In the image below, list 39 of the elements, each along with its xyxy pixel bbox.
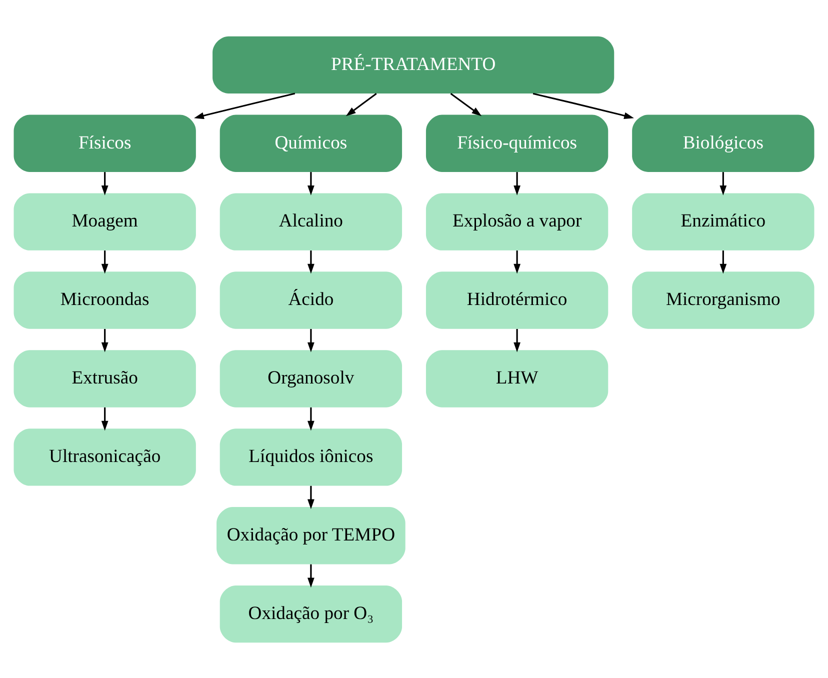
arrow [101,406,108,430]
arrow [308,328,314,352]
node-box: LHW [426,350,608,407]
arrow [308,564,314,588]
node-box: Moagem [14,192,196,250]
arrow [101,328,108,352]
arrow [308,172,314,195]
node-box: Hidrotérmico [426,271,608,328]
node-box: Alcalino [220,192,402,250]
arrow [101,172,108,195]
node-box: Físico-químicos [426,114,608,172]
node-box: Oxidação por O₃ [220,585,402,642]
arrow [514,328,520,352]
node-box: Organosolv [220,350,402,407]
arrow [720,172,727,195]
arrow [720,250,727,274]
node-box: Extrusão [14,350,196,407]
arrow [308,250,314,274]
arrow [450,92,482,116]
arrow [308,485,314,509]
node-box: Ácido [220,271,402,328]
arrow [514,172,520,195]
arrow [194,92,296,119]
node-box: Microondas [14,271,196,328]
node-box: Microrganismo [632,271,814,328]
arrow [101,250,108,274]
arrow [346,92,377,116]
node-box: Físicos [14,114,196,172]
node-box: Enzimático [632,192,814,250]
node-box: Oxidação por TEMPO [216,506,406,564]
node-box: Biológicos [632,114,814,172]
node-box: Ultrasonicação [14,428,196,486]
node-box: Explosão a vapor [426,192,608,250]
node-box: Químicos [220,114,402,172]
arrow [308,406,314,430]
node-box: Líquidos iônicos [220,428,402,486]
node-box: PRÉ-TRATAMENTO [212,36,614,93]
arrow [532,92,634,119]
arrow [514,250,520,274]
